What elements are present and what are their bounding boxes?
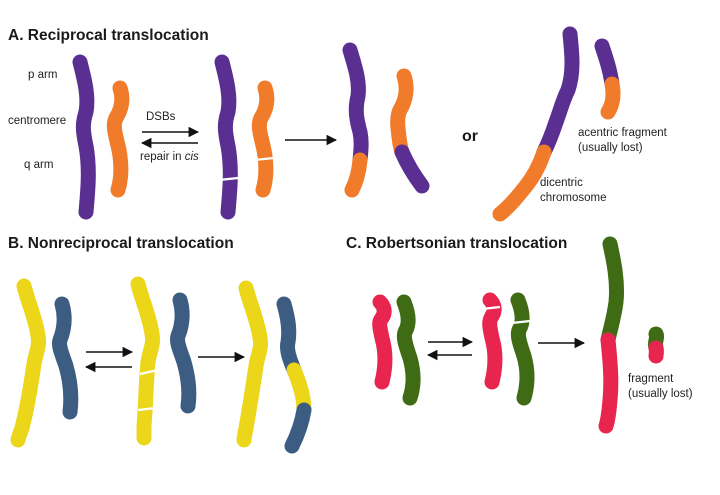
panel-c: C. Robertsonian translocation fragment (… (346, 235, 693, 434)
panel-a: A. Reciprocal translocation p arm centro… (8, 26, 668, 222)
chromosome-b1-blue (52, 296, 79, 420)
break-mark (481, 305, 501, 311)
fragment-note: (usually lost) (628, 388, 693, 400)
dicentric-chromosome-orange (492, 144, 552, 222)
acentric-fragment-label: acentric fragment (578, 127, 668, 139)
or-label: or (462, 128, 478, 145)
break-mark (137, 406, 157, 412)
dsbs-label: DSBs (146, 111, 176, 123)
chromosome-a3-orange-tail (344, 152, 368, 198)
break-mark (253, 156, 275, 162)
chromosome-a3-orange (390, 68, 414, 160)
panel-b: B. Nonreciprocal translocation (8, 235, 312, 454)
acentric-fragment-orange (600, 76, 621, 120)
p-arm-label: p arm (28, 69, 57, 81)
chromosome-b2-blue (170, 292, 197, 414)
chromosome-a3-purple (342, 42, 369, 168)
chromosome-a2-orange (251, 80, 275, 198)
acentric-fragment-note: (usually lost) (578, 142, 643, 154)
chromosome-b3-blue-tail (284, 402, 312, 454)
repair-label: repair in cis (140, 151, 199, 163)
chromosome-c2-pink (482, 292, 503, 390)
chromosome-b3-yellow (236, 280, 268, 448)
robertsonian-chromosome-green (600, 236, 624, 348)
fragment-label: fragment (628, 373, 674, 385)
chromosome-c1-green (396, 294, 421, 406)
break-mark (511, 319, 531, 325)
chromosome-c1-pink (372, 294, 393, 390)
chromosome-b3-blue (276, 296, 302, 378)
panel-c-title: C. Robertsonian translocation (346, 235, 567, 252)
break-mark (139, 368, 159, 376)
break-mark (218, 176, 239, 182)
q-arm-label: q arm (24, 159, 53, 171)
chromosome-c2-green (510, 292, 535, 406)
chromosome-a3-purple-tail (394, 144, 430, 194)
chromosome-a2-purple (214, 54, 238, 220)
dicentric-label-2: chromosome (540, 192, 606, 204)
robertsonian-chromosome-pink (598, 332, 619, 434)
dicentric-label: dicentric (540, 177, 583, 189)
chromosome-b2-yellow (130, 276, 160, 446)
panel-b-title: B. Nonreciprocal translocation (8, 235, 234, 252)
panel-a-title: A. Reciprocal translocation (8, 27, 209, 44)
dicentric-chromosome-purple (536, 26, 580, 160)
chromosome-a1-purple (72, 54, 96, 220)
chromosome-b1-yellow (10, 278, 46, 448)
centromere-label: centromere (8, 115, 66, 127)
chromosome-a1-orange (106, 80, 130, 198)
